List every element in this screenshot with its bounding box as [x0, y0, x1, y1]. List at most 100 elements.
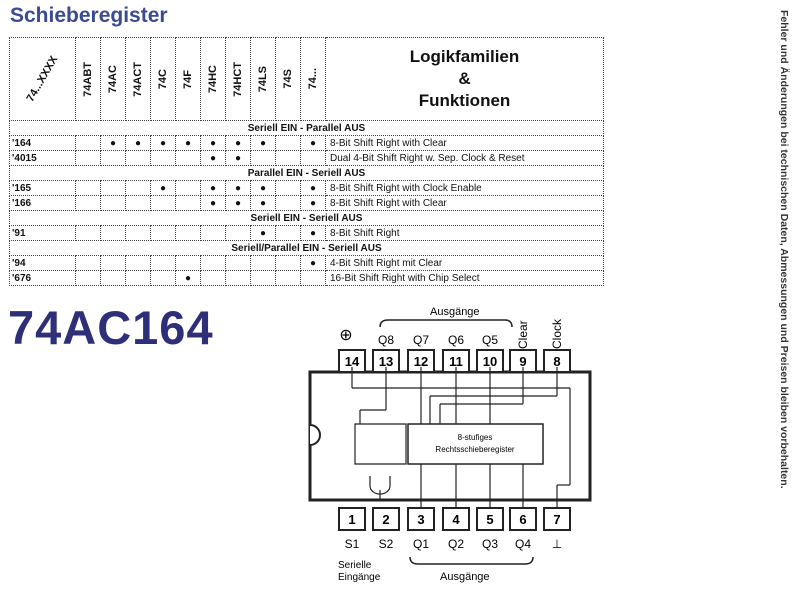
- corner-header: 74...XXXX: [9, 37, 76, 121]
- family-col: 74HC: [200, 37, 226, 121]
- availability-dot: ●: [200, 180, 226, 196]
- empty-cell: [225, 255, 251, 271]
- availability-dot: ●: [100, 135, 126, 151]
- empty-cell: [125, 270, 151, 286]
- function-header-line: Logikfamilien: [409, 47, 520, 66]
- family-label: 74...: [307, 68, 319, 90]
- availability-dot: ●: [175, 135, 201, 151]
- top-pin-name: Clear: [516, 320, 530, 349]
- empty-cell: [75, 270, 101, 286]
- table-row: '166●●●●8-Bit Shift Right with Clear: [9, 195, 604, 211]
- top-pin-number: 11: [449, 354, 463, 369]
- table-row: '91●●8-Bit Shift Right: [9, 225, 604, 241]
- family-col: 74LS: [250, 37, 276, 121]
- table-section-row: Parallel EIN - Seriell AUS: [9, 165, 604, 181]
- availability-dot: ●: [125, 135, 151, 151]
- bottom-pin-number: 4: [452, 512, 460, 527]
- part-code: '676: [9, 270, 76, 286]
- empty-cell: [75, 135, 101, 151]
- function-desc: Dual 4-Bit Shift Right w. Sep. Clock & R…: [325, 150, 604, 166]
- function-header-line: &: [458, 69, 471, 88]
- function-desc: 8-Bit Shift Right: [325, 225, 604, 241]
- family-label: 74S: [282, 69, 294, 89]
- family-label: 74F: [182, 69, 194, 89]
- part-code: '4015: [9, 150, 76, 166]
- top-outputs-label: Ausgänge: [430, 306, 480, 318]
- function-header: Logikfamilien & Funktionen: [325, 37, 604, 121]
- empty-cell: [75, 195, 101, 211]
- empty-cell: [75, 225, 101, 241]
- availability-dot: ●: [250, 135, 276, 151]
- empty-cell: [275, 195, 301, 211]
- empty-cell: [275, 255, 301, 271]
- empty-cell: [175, 255, 201, 271]
- availability-dot: ●: [300, 255, 326, 271]
- empty-cell: [175, 225, 201, 241]
- empty-cell: [175, 195, 201, 211]
- serial-inputs-label-2: Eingänge: [338, 572, 381, 583]
- serial-inputs-label-1: Serielle: [338, 560, 372, 571]
- empty-cell: [275, 180, 301, 196]
- availability-dot: ●: [200, 150, 226, 166]
- family-col: 74ABT: [75, 37, 101, 121]
- empty-cell: [225, 225, 251, 241]
- availability-dot: ●: [300, 180, 326, 196]
- vcc-icon: ⊕: [339, 325, 352, 344]
- top-outputs-brace: [379, 319, 513, 328]
- bottom-pin-number: 3: [417, 512, 424, 527]
- availability-dot: ●: [225, 195, 251, 211]
- chip-notch: [309, 424, 321, 446]
- table-header-row: 74...XXXX 74ABT 74AC 74ACT 74C 74F 74HC …: [9, 37, 604, 121]
- bottom-pin-number: 2: [382, 512, 389, 527]
- availability-dot: ●: [300, 225, 326, 241]
- empty-cell: [150, 150, 176, 166]
- table-row: '165●●●●●8-Bit Shift Right with Clock En…: [9, 180, 604, 196]
- availability-dot: ●: [150, 180, 176, 196]
- empty-cell: [100, 195, 126, 211]
- empty-cell: [150, 270, 176, 286]
- empty-cell: [275, 150, 301, 166]
- top-pin-name: Q6: [448, 333, 464, 347]
- empty-cell: [200, 270, 226, 286]
- availability-dot: ●: [175, 270, 201, 286]
- bottom-pin-name: Q3: [482, 537, 498, 551]
- part-code: '165: [9, 180, 76, 196]
- table-section-row: Seriell EIN - Seriell AUS: [9, 210, 604, 226]
- shift-register-block: [407, 423, 544, 465]
- family-label: 74AC: [107, 64, 119, 94]
- table-row: '94●4-Bit Shift Right mit Clear: [9, 255, 604, 271]
- bottom-outputs-label: Ausgänge: [440, 571, 490, 583]
- empty-cell: [100, 255, 126, 271]
- availability-dot: ●: [300, 135, 326, 151]
- section-label: Seriell/Parallel EIN - Seriell AUS: [9, 240, 604, 256]
- internal-wiring: [351, 367, 571, 508]
- family-label: 74HC: [207, 64, 219, 94]
- bottom-pin-box: [372, 507, 400, 531]
- block-label-1: 8-stufiges: [458, 433, 493, 442]
- and-gate: [354, 423, 407, 495]
- empty-cell: [175, 180, 201, 196]
- function-desc: 16-Bit Shift Right with Chip Select: [325, 270, 604, 286]
- empty-cell: [200, 255, 226, 271]
- empty-cell: [175, 150, 201, 166]
- function-desc: 8-Bit Shift Right with Clear: [325, 135, 604, 151]
- section-label: Seriell EIN - Seriell AUS: [9, 210, 604, 226]
- empty-cell: [100, 225, 126, 241]
- family-col: 74C: [150, 37, 176, 121]
- bottom-pin-number: 5: [486, 512, 493, 527]
- family-label: 74C: [157, 68, 169, 90]
- empty-cell: [125, 195, 151, 211]
- disclaimer-text: Fehler und Änderungen bei technischen Da…: [778, 10, 794, 590]
- empty-cell: [125, 255, 151, 271]
- bottom-pin-name: Q1: [413, 537, 429, 551]
- empty-cell: [275, 225, 301, 241]
- function-desc: 4-Bit Shift Right mit Clear: [325, 255, 604, 271]
- section-label: Seriell EIN - Parallel AUS: [9, 120, 604, 136]
- table-row: '4015●●Dual 4-Bit Shift Right w. Sep. Cl…: [9, 150, 604, 166]
- part-code: '164: [9, 135, 76, 151]
- empty-cell: [300, 150, 326, 166]
